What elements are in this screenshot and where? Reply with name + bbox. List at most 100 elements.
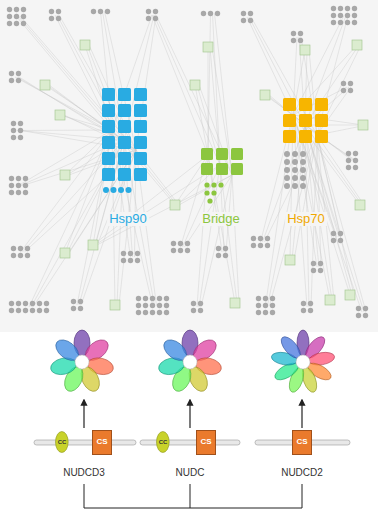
network-link [293,115,317,267]
network-links [15,12,367,313]
protein-dot [318,268,323,273]
protein-dot [9,176,14,181]
protein-square [80,40,90,50]
ellipse-shape [56,432,69,453]
protein-dot [128,258,133,263]
cluster-label: Hsp70 [285,212,327,226]
protein-dot [185,248,190,253]
protein-dot [150,310,155,315]
protein-dot [353,151,358,156]
protein-dot [291,31,296,36]
network-link [293,115,360,205]
network-link [293,87,347,115]
protein-dot [178,241,183,246]
hsp90-square [102,88,115,101]
protein-dot [353,165,358,170]
protein-dot [353,158,358,163]
domain-label: CS [200,438,211,446]
network-link [23,150,137,186]
protein-dot [37,301,42,306]
domain-label: CS [296,438,307,446]
protein-dot [223,253,228,258]
protein-dot [331,231,336,236]
network-link [119,150,136,305]
cc-domain: CC [55,431,69,453]
ellipse-shape [157,432,170,453]
protein-dot [146,16,151,21]
protein-dot [263,303,268,308]
protein-dot [9,301,14,306]
protein-dot [298,31,303,36]
protein-dot [346,151,351,156]
network-link [251,17,317,135]
hsp90-square [118,88,131,101]
network-link [179,175,232,205]
protein-dot [49,9,54,14]
protein-dot [18,135,23,140]
protein-dot [263,310,268,315]
network-link [199,165,220,307]
network-link [305,45,359,125]
bracket [84,484,302,508]
protein-dot [208,11,213,16]
protein-dot [251,243,256,248]
hsp90-dot [126,187,132,193]
bridge-dot [211,190,216,195]
protein-structure [270,330,335,394]
protein-dot [153,16,158,21]
hsp70-square [299,98,312,111]
arrow [301,400,302,428]
protein-dot [265,236,270,241]
network-link [29,130,112,307]
protein-dot [14,21,19,26]
protein-dot [164,303,169,308]
hsp70-dot [284,175,290,181]
protein-dot [341,88,346,93]
network-link [201,175,232,307]
hsp70-dot [292,183,298,189]
network-link [33,150,136,307]
network-link [215,14,233,176]
protein-dot [14,14,19,19]
protein-dot [56,16,61,21]
protein-dot [331,238,336,243]
network-link [185,175,233,247]
protein-dot [241,11,246,16]
protein-dot [256,310,261,315]
domain-bar [34,440,136,445]
protein-dot [308,301,313,306]
domain-bar [140,440,240,445]
bridge-square [231,148,243,160]
protein-dot [11,121,16,126]
protein-dot [301,301,306,306]
protein-dot [185,241,190,246]
network-link [21,17,137,151]
protein-dot [352,13,357,18]
protein-dot [256,303,261,308]
bridge-dot [211,182,216,187]
protein-dot [16,71,21,76]
protein-dot [11,246,16,251]
protein-dot [105,9,110,14]
protein-square [190,80,200,90]
protein-dot [16,176,21,181]
hsp90-square [102,168,115,181]
network-link [269,95,317,135]
hsp90-dot [103,187,109,193]
network-link [64,115,136,150]
hsp70-square [299,130,312,143]
network-link [81,150,136,305]
protein-dot [345,20,350,25]
protein-dot [338,238,343,243]
protein-dot [338,20,343,25]
protein-dot [356,313,361,318]
protein-dot [71,306,76,311]
protein-dot [215,11,220,16]
protein-square [110,300,120,310]
protein-dot [21,21,26,26]
protein-dot [9,78,14,83]
protein-dot [9,71,14,76]
hsp70-dot [284,167,290,173]
protein-dot [338,13,343,18]
protein-dot [16,308,21,313]
